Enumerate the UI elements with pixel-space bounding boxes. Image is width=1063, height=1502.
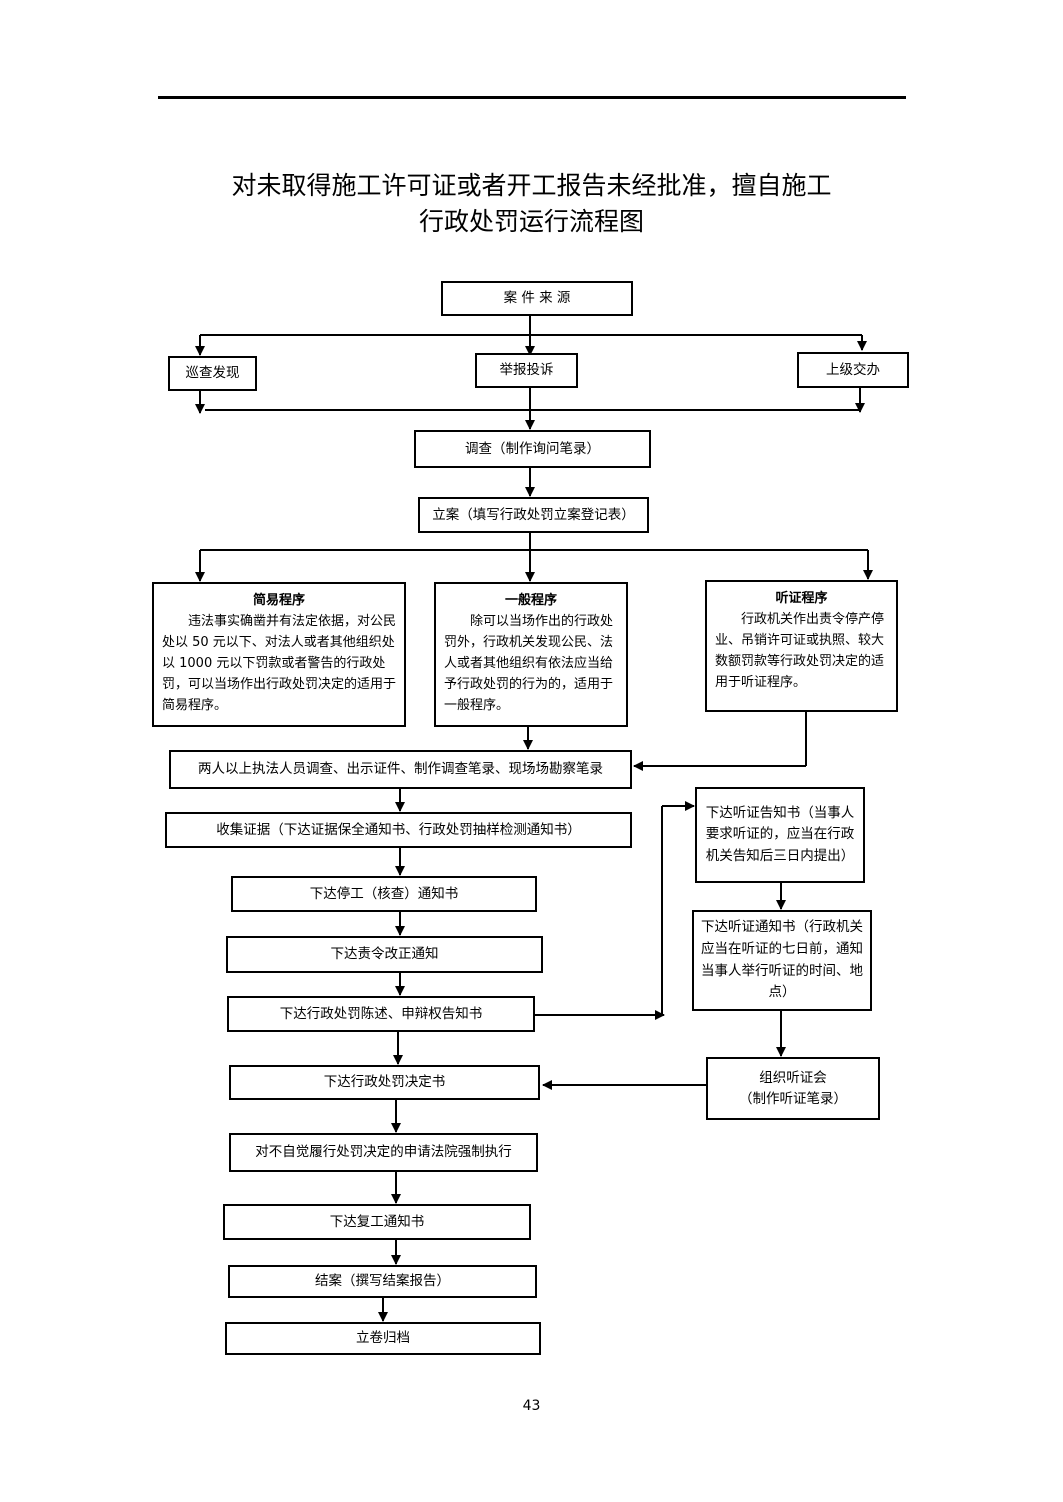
page-number: 43 bbox=[522, 1398, 541, 1414]
archive-box: 立卷归档 bbox=[225, 1322, 541, 1355]
hearing-meeting-box: 组织听证会 （制作听证笔录） bbox=[706, 1057, 880, 1120]
simple-procedure-text: 违法事实确凿并有法定依据，对公民处以 50 元以下、对法人或者其他组织处以 10… bbox=[162, 614, 397, 714]
case-source-box: 案 件 来 源 bbox=[441, 281, 633, 316]
hearing-notify-box: 下达听证通知书（行政机关应当在听证的七日前，通知当事人举行听证的时间、地点） bbox=[692, 910, 872, 1011]
header-rule bbox=[158, 96, 906, 99]
hearing-meeting-subtitle: （制作听证笔录） bbox=[739, 1090, 847, 1107]
hearing-procedure-box: 听证程序 行政机关作出责令停产停业、吊销许可证或执照、较大数额罚款等行政处罚决定… bbox=[705, 580, 898, 712]
hearing-notice-box: 下达听证告知书（当事人要求听证的，应当在行政机关告知后三日内提出） bbox=[695, 787, 865, 883]
stop-work-box: 下达停工（核查）通知书 bbox=[231, 876, 537, 912]
collect-evidence-box: 收集证据（下达证据保全通知书、行政处罚抽样检测通知书） bbox=[165, 812, 632, 848]
report-box: 举报投诉 bbox=[475, 353, 578, 388]
general-procedure-box: 一般程序 除可以当场作出的行政处罚外，行政机关发现公民、法人或者其他组织有依法应… bbox=[434, 582, 628, 727]
decision-box: 下达行政处罚决定书 bbox=[229, 1065, 540, 1100]
investigate-box: 调查（制作询问笔录） bbox=[414, 430, 651, 468]
enforce-box: 对不自觉履行处罚决定的申请法院强制执行 bbox=[229, 1133, 538, 1172]
inspect-box: 巡查发现 bbox=[168, 356, 257, 391]
register-box: 立案（填写行政处罚立案登记表） bbox=[418, 497, 649, 533]
title-line-1: 对未取得施工许可证或者开工报告未经批准，擅自施工 bbox=[231, 171, 832, 200]
resume-box: 下达复工通知书 bbox=[223, 1204, 531, 1240]
superior-box: 上级交办 bbox=[797, 352, 909, 388]
close-case-box: 结案（撰写结案报告） bbox=[228, 1265, 537, 1298]
statement-box: 下达行政处罚陈述、申辩权告知书 bbox=[227, 996, 535, 1032]
hearing-procedure-heading: 听证程序 bbox=[775, 591, 828, 606]
general-procedure-heading: 一般程序 bbox=[504, 593, 557, 608]
simple-procedure-box: 简易程序 违法事实确凿并有法定依据，对公民处以 50 元以下、对法人或者其他组织… bbox=[152, 582, 406, 727]
rectify-box: 下达责令改正通知 bbox=[226, 936, 543, 973]
hearing-meeting-title: 组织听证会 bbox=[759, 1070, 827, 1087]
simple-procedure-heading: 简易程序 bbox=[252, 593, 305, 608]
hearing-procedure-text: 行政机关作出责令停产停业、吊销许可证或执照、较大数额罚款等行政处罚决定的适用于听… bbox=[715, 612, 885, 691]
two-officers-box: 两人以上执法人员调查、出示证件、制作调查笔录、现场场勘察笔录 bbox=[169, 750, 632, 789]
title-line-2: 行政处罚运行流程图 bbox=[418, 207, 644, 236]
general-procedure-text: 除可以当场作出的行政处罚外，行政机关发现公民、法人或者其他组织有依法应当给予行政… bbox=[444, 614, 614, 714]
